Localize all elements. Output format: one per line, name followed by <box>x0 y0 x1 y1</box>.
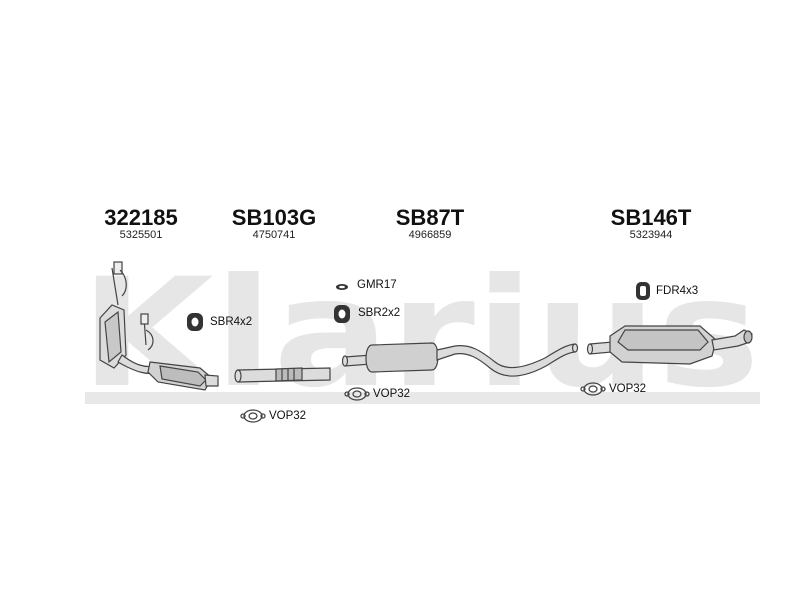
sbr4-bracket-icon <box>187 313 203 331</box>
fitting-label-vop-left: VOP32 <box>269 410 307 422</box>
centre-pipe <box>234 367 331 383</box>
fitting-label-sbr4: SBR4x2 <box>210 316 253 328</box>
vop-gasket-right-icon <box>580 382 606 396</box>
vop-gasket-left-icon <box>240 409 266 423</box>
fitting-label-vop-mid: VOP32 <box>373 388 411 400</box>
part-number-3: 4966859 <box>408 229 452 241</box>
fitting-label-gmr: GMR17 <box>357 279 397 291</box>
part-code-3: SB87T <box>395 205 465 230</box>
fdr-bracket-icon <box>636 282 650 300</box>
part-code-2: SB103G <box>231 205 317 230</box>
part-number-2: 4750741 <box>252 229 296 241</box>
sbr2-bracket-icon <box>334 305 350 323</box>
vop-gasket-mid-icon <box>344 387 370 401</box>
rear-silencer <box>586 325 753 365</box>
middle-silencer-pipe <box>341 342 579 377</box>
part-number-4: 5323944 <box>629 229 673 241</box>
part-number-1: 5325501 <box>119 229 163 241</box>
fitting-label-fdr: FDR4x3 <box>656 285 699 297</box>
part-code-4: SB146T <box>610 205 692 230</box>
fitting-label-vop-right: VOP32 <box>609 383 647 395</box>
fitting-label-sbr2: SBR2x2 <box>358 307 401 319</box>
front-pipe-catalyst <box>99 261 219 391</box>
gmr-rubber-icon <box>336 284 348 290</box>
part-code-1: 322185 <box>104 205 178 230</box>
